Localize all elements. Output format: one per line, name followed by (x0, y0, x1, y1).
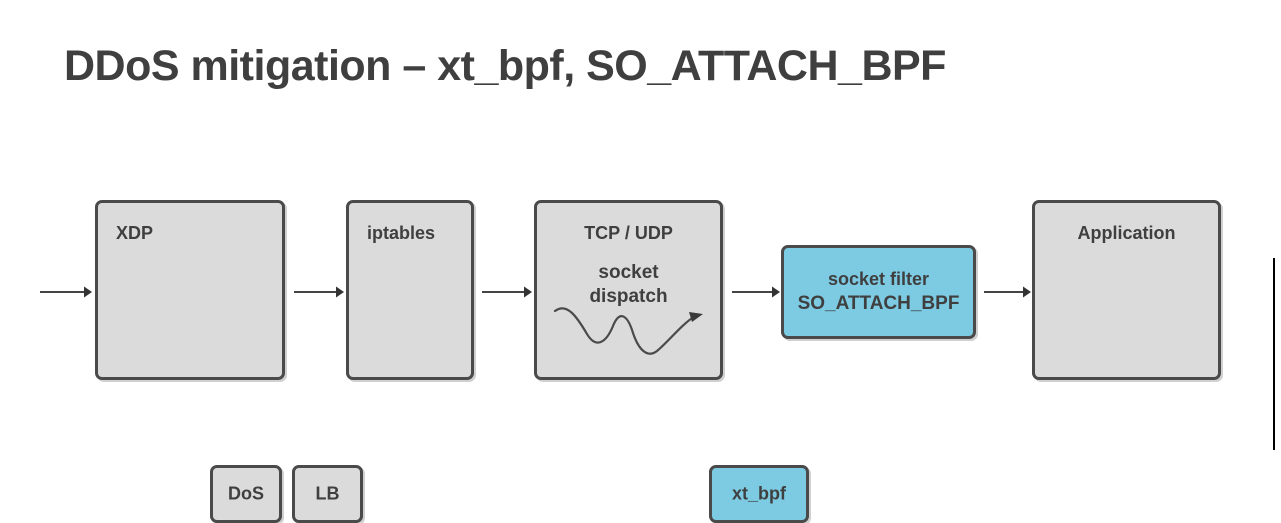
node-tcp-udp[interactable]: TCP / UDP socket dispatch (534, 200, 723, 380)
node-application-label: Application (1077, 223, 1176, 243)
node-xt-bpf[interactable]: xt_bpf (709, 465, 809, 523)
socket-dispatch-line2: dispatch (589, 285, 668, 307)
node-application[interactable]: Application (1032, 200, 1221, 380)
node-xdp[interactable]: XDP DoS LB (95, 200, 363, 523)
socket-filter-line1: socket filter (827, 269, 930, 290)
node-xt-bpf-label: xt_bpf (732, 483, 786, 504)
wavy-arrow-icon (553, 307, 703, 355)
node-lb[interactable]: LB (292, 465, 363, 523)
socket-dispatch-line1: socket (598, 262, 659, 283)
socket-filter-line2: SO_ATTACH_BPF (797, 293, 960, 315)
page-title: DDoS mitigation – xt_bpf, SO_ATTACH_BPF (64, 42, 946, 90)
arrow-iptables-to-tcpudp (482, 286, 532, 298)
slide-canvas: DDoS mitigation – xt_bpf, SO_ATTACH_BPF … (40, 42, 1275, 523)
socket-dispatch-label: socket dispatch (537, 261, 720, 309)
node-socket-filter-label: socket filter SO_ATTACH_BPF (784, 267, 973, 317)
node-iptables[interactable]: iptables xt_bpf (346, 200, 809, 523)
node-iptables-label: iptables (367, 223, 436, 243)
arrow-ingress-to-xdp (40, 286, 92, 298)
node-lb-label: LB (315, 483, 340, 504)
node-dos-label: DoS (228, 483, 264, 504)
node-tcp-udp-label: TCP / UDP (584, 223, 673, 243)
node-socket-filter[interactable]: socket filter SO_ATTACH_BPF (781, 245, 976, 339)
node-dos[interactable]: DoS (210, 465, 282, 523)
node-xdp-label: XDP (116, 223, 154, 243)
arrow-tcpudp-to-socket-filter (732, 286, 780, 298)
arrow-xdp-to-iptables (294, 286, 344, 298)
right-edge-rule (1273, 258, 1275, 450)
arrow-socket-filter-to-application (984, 286, 1031, 298)
